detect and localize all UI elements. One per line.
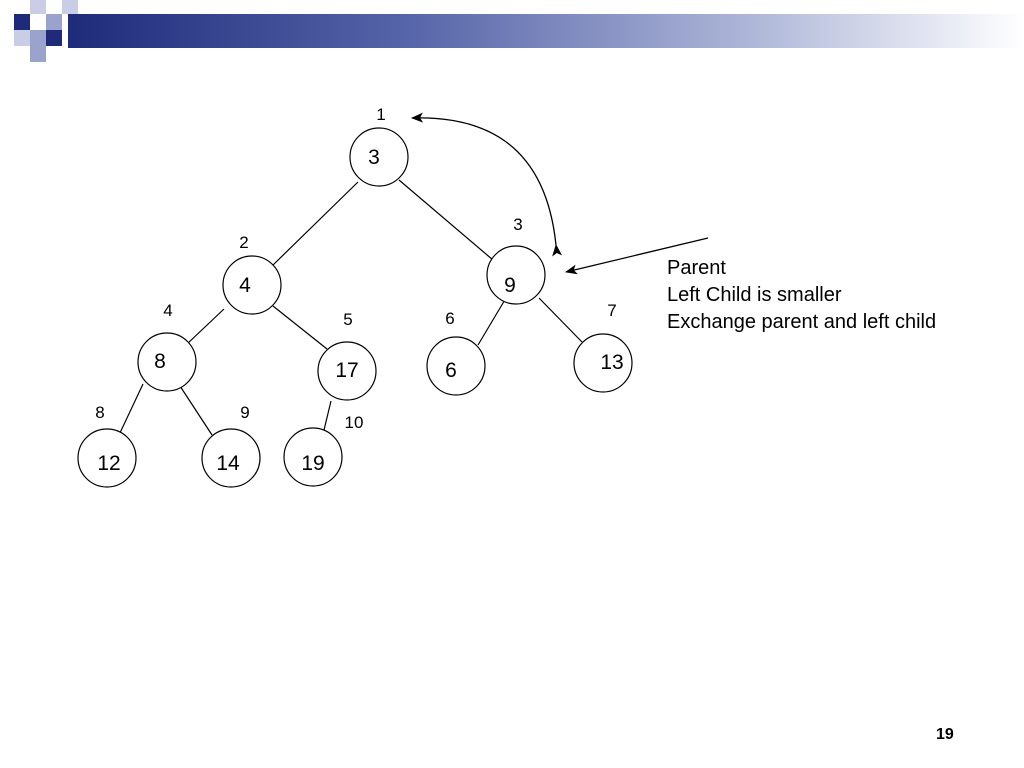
edge-4-8 [118, 383, 144, 436]
header-square [30, 46, 46, 62]
index-label: 1 [376, 105, 385, 124]
node-circle [137, 332, 197, 392]
node-value: 13 [600, 351, 623, 374]
heap-node: 12 [77, 428, 137, 488]
index-label: 4 [163, 301, 172, 320]
index-label: 10 [345, 413, 364, 432]
index-label: 2 [239, 233, 248, 252]
heap-node: 13 [573, 333, 633, 393]
edge-3-7 [538, 297, 583, 343]
node-value: 6 [445, 359, 457, 382]
header-square [30, 30, 46, 46]
node-circle [201, 428, 261, 488]
edge-1-2 [272, 181, 359, 266]
header-square [30, 0, 46, 14]
page-number: 19 [936, 726, 954, 743]
heap-node: 17 [317, 341, 377, 401]
node-value: 4 [239, 274, 251, 297]
node-circle [77, 428, 137, 488]
annotation-line: Left Child is smaller [667, 284, 842, 306]
annotation-text: Parent Left Child is smaller Exchange pa… [667, 255, 936, 336]
node-circle [317, 341, 377, 401]
edge-3-6 [477, 297, 507, 346]
header-banner [68, 14, 1024, 48]
node-value: 14 [216, 452, 240, 475]
index-label: 5 [343, 310, 352, 329]
annotation-line: Parent [667, 257, 726, 279]
index-label: 7 [607, 301, 616, 320]
header-square [62, 0, 78, 14]
node-circle [283, 427, 343, 487]
node-value: 17 [335, 359, 358, 382]
edge-2-5 [272, 305, 328, 350]
edge-4-9 [179, 385, 213, 436]
node-value: 8 [154, 350, 166, 373]
node-value: 9 [504, 274, 516, 297]
node-circle [573, 333, 633, 393]
node-value: 3 [368, 146, 380, 169]
header-square [14, 30, 30, 46]
node-value: 19 [301, 452, 324, 475]
heap-node: 9 [486, 245, 546, 305]
edge-1-3 [398, 179, 494, 261]
index-label: 3 [513, 215, 522, 234]
swap-arrow [411, 112, 563, 257]
index-label: 6 [445, 309, 454, 328]
index-label: 9 [240, 403, 249, 422]
header-square [46, 14, 62, 30]
edge-5-10 [323, 400, 332, 431]
heap-node: 4 [222, 255, 282, 315]
heap-node: 19 [283, 427, 343, 487]
heap-node: 3 [349, 127, 409, 187]
node-circle [222, 255, 282, 315]
header-square [46, 30, 62, 46]
pointer-arrow [565, 237, 709, 275]
node-circle [486, 245, 546, 305]
node-circle [426, 336, 486, 396]
annotation-line: Exchange parent and left child [667, 311, 937, 333]
header-square [14, 14, 30, 30]
index-label: 8 [95, 403, 104, 422]
heap-node: 14 [201, 428, 261, 488]
heap-node: 6 [426, 336, 486, 396]
edge-2-4 [186, 308, 225, 345]
node-value: 12 [97, 452, 120, 475]
node-circle [349, 127, 409, 187]
heap-node: 8 [137, 332, 197, 392]
